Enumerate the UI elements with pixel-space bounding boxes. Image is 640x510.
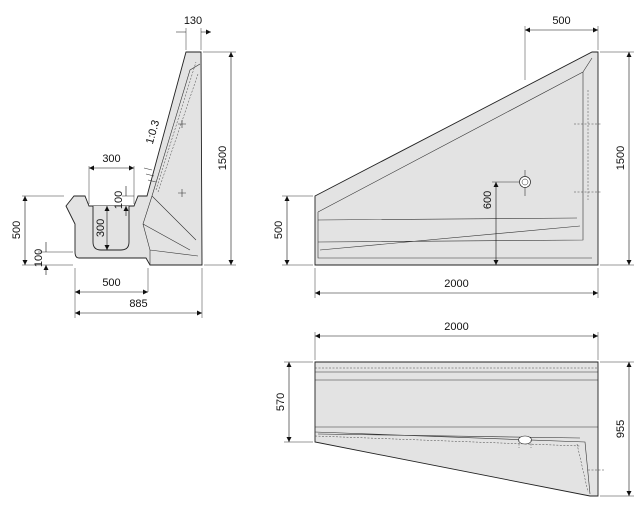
plan-view-inner-edges bbox=[314, 371, 598, 495]
plan-pipe-hole-icon bbox=[518, 435, 532, 445]
plan-view: 2000 570 955 bbox=[275, 321, 634, 497]
dim-side-channel-bottom: 500 bbox=[102, 277, 120, 289]
side-view-outline bbox=[65, 51, 203, 266]
plan-view-hidden-edges bbox=[314, 367, 604, 493]
front-view-outline bbox=[314, 51, 599, 266]
dim-front-hole-height: 600 bbox=[482, 191, 494, 209]
dim-side-lip-depth: 100 bbox=[113, 191, 125, 209]
slope-label: 1:0.3 bbox=[144, 119, 162, 146]
slope-ticks bbox=[143, 167, 157, 183]
dim-front-top-width: 500 bbox=[552, 15, 570, 27]
pipe-hole-inner-icon bbox=[521, 178, 529, 186]
side-view-hidden-edges bbox=[155, 61, 199, 193]
dim-side-base-thickness: 100 bbox=[33, 249, 45, 267]
dim-front-height-total: 1500 bbox=[615, 146, 627, 170]
side-view-channel bbox=[92, 206, 130, 251]
side-view-center-marks bbox=[178, 120, 186, 197]
side-view-inner-edges bbox=[142, 63, 201, 265]
dim-side-height-total: 1500 bbox=[217, 146, 229, 170]
dim-side-inner-width: 300 bbox=[102, 153, 120, 165]
plan-view-outline bbox=[314, 361, 599, 497]
side-view: 130 300 100 300 500 100 1500 1:0.3 500 8 bbox=[11, 15, 236, 318]
pipe-hole-icon bbox=[519, 176, 531, 188]
dim-side-height-low: 500 bbox=[11, 221, 23, 239]
dim-front-height-low: 500 bbox=[273, 221, 285, 239]
dim-front-total-length: 2000 bbox=[444, 278, 468, 290]
front-view-inner-edges bbox=[317, 57, 593, 259]
dim-plan-depth-right: 955 bbox=[615, 420, 627, 438]
dim-side-channel-depth: 300 bbox=[95, 219, 107, 237]
dim-plan-depth-left: 570 bbox=[275, 393, 287, 411]
dim-side-top-width: 130 bbox=[184, 15, 202, 27]
front-view-hidden-edges bbox=[574, 90, 602, 200]
dim-side-total-width: 885 bbox=[129, 298, 147, 310]
front-view: 500 1500 500 600 2000 bbox=[273, 15, 634, 298]
dim-plan-total-length: 2000 bbox=[444, 321, 468, 333]
